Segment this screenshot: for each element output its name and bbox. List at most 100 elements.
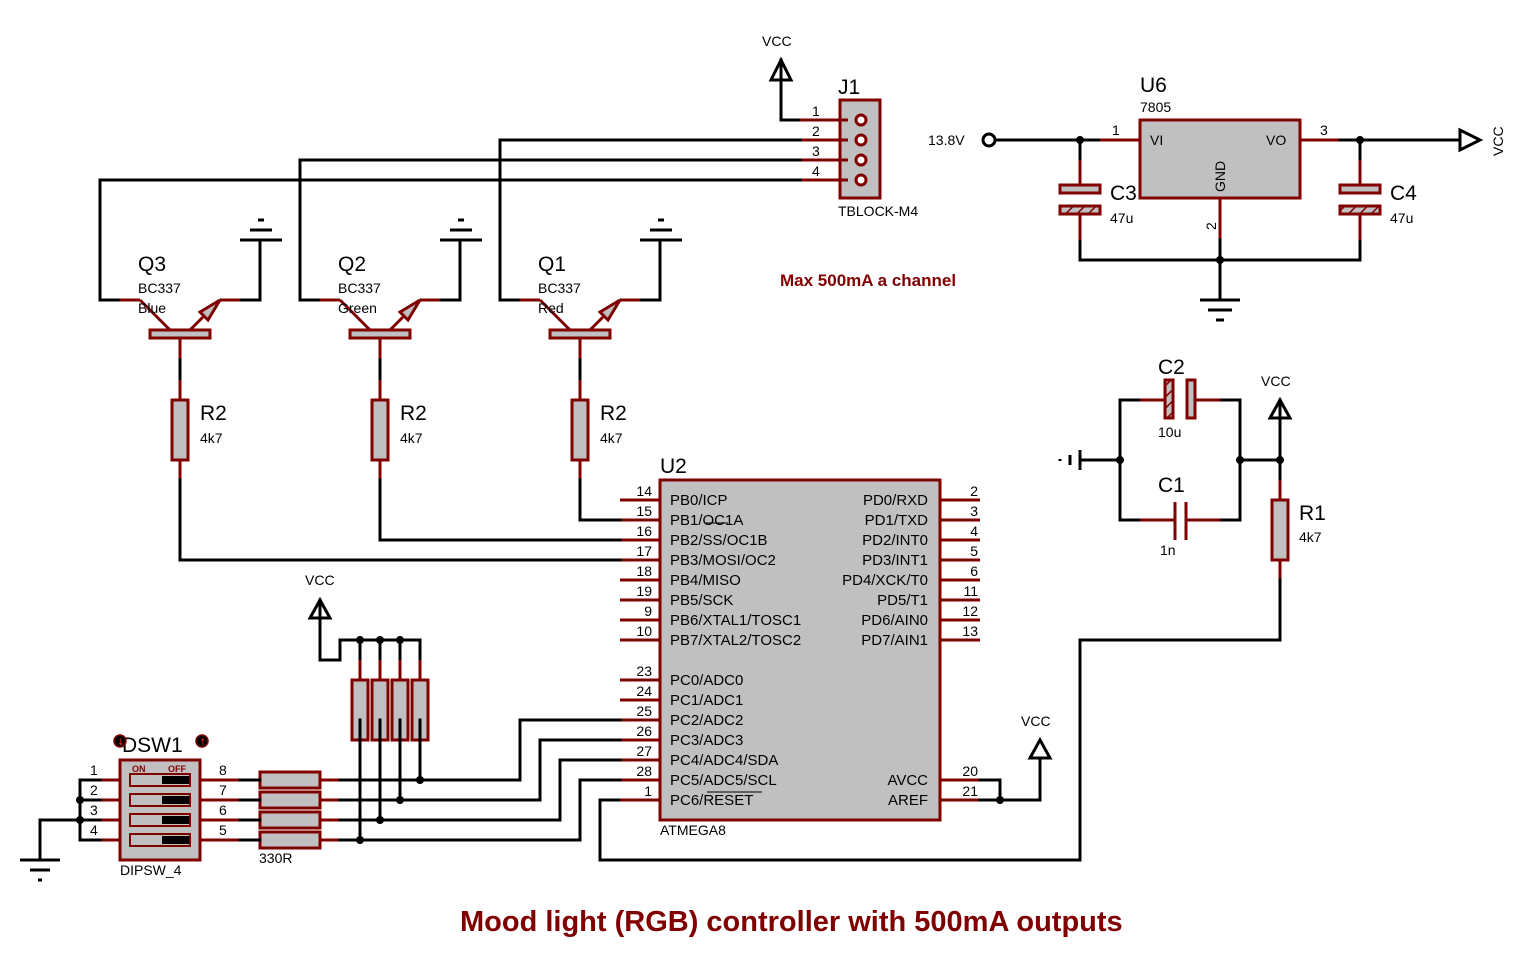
vcc-label: VCC (305, 572, 335, 588)
input-terminal-icon (981, 132, 997, 148)
pin-name: PB4/MISO (670, 572, 741, 589)
c4-value: 47u (1390, 210, 1413, 226)
pin-number: 2 (970, 483, 978, 499)
pin-name: PB3/MOSI/OC2 (670, 552, 776, 569)
svg-text:↓: ↓ (117, 738, 125, 748)
pin-number: 24 (636, 683, 652, 699)
ground-icon (1200, 298, 1240, 322)
vcc-power-symbol: VCC (1458, 126, 1506, 156)
transistor-label: Green (338, 300, 377, 316)
pin-number: 15 (636, 503, 652, 519)
pin-number: 26 (636, 723, 652, 739)
transistor-ref: Q1 (538, 253, 566, 276)
pin-number: 17 (636, 543, 652, 559)
ground-icon (20, 858, 60, 882)
dip-switch-toggle[interactable] (129, 833, 191, 847)
u6-regulator: 13.8V U6 7805 VI VO GND 1 3 2 VCC (928, 74, 1506, 322)
transistor-ref: Q2 (338, 253, 366, 276)
pin-name: PC0/ADC0 (670, 672, 743, 689)
dip-switch-toggle[interactable] (129, 773, 191, 787)
pin-name: PD0/RXD (863, 492, 928, 509)
pin-name: PB6/XTAL1/TOSC1 (670, 612, 801, 629)
dip-switch-toggle[interactable] (129, 813, 191, 827)
series-resistor (258, 810, 322, 830)
vcc-label: VCC (1261, 373, 1291, 389)
c3-value: 47u (1110, 210, 1133, 226)
pin-number: 21 (962, 783, 978, 799)
ground-icon (1058, 450, 1082, 470)
j1-pin-num: 2 (812, 123, 820, 139)
pin-number: 20 (962, 763, 978, 779)
j1-pin-num: 3 (812, 143, 820, 159)
ground-icon (440, 218, 482, 242)
pin-name: PD5/T1 (877, 592, 928, 609)
pin-number: 3 (970, 503, 978, 519)
c4-ref: C4 (1390, 182, 1417, 205)
pin-name: PD3/INT1 (862, 552, 928, 569)
vcc-label: VCC (762, 33, 792, 49)
pin-number: 25 (636, 703, 652, 719)
r1-value: 4k7 (1299, 529, 1322, 545)
pin-number: 11 (963, 583, 978, 599)
pin-name: PD4/XCK/T0 (842, 572, 928, 589)
pin-number: 6 (970, 563, 978, 579)
resistor-ref: R2 (200, 402, 227, 425)
terminal-icon (854, 153, 868, 167)
pin-number: 12 (962, 603, 978, 619)
u6-ref: U6 (1140, 74, 1167, 97)
pin-number: 18 (636, 563, 652, 579)
terminal-icon (854, 113, 868, 127)
dsw1-ref: DSW1 (122, 734, 183, 757)
svg-text:↑: ↑ (199, 738, 207, 748)
pin-number: 19 (636, 583, 652, 599)
dip-switch-toggle[interactable] (129, 793, 191, 807)
pin-name: PC4/ADC4/SDA (670, 752, 778, 769)
u6-pin3: 3 (1320, 122, 1328, 138)
series-resistor-array: 330R (238, 770, 340, 866)
j1-pins: 1 2 3 4 (800, 103, 868, 187)
pin-name: PD2/INT0 (862, 532, 928, 549)
resistor-ref: R2 (400, 402, 427, 425)
resistor-ref: R2 (600, 402, 627, 425)
ground-icon (640, 218, 682, 242)
pin-number: 27 (636, 743, 652, 759)
r1-resistor: R1 4k7 (1270, 480, 1326, 580)
u6-pin-vo: VO (1266, 132, 1286, 148)
c1-ref: C1 (1158, 474, 1185, 497)
c1-capacitor: C1 1n (1140, 474, 1220, 558)
pin-number: 4 (970, 523, 978, 539)
ground-icon (240, 218, 282, 242)
pin-name: PB0/ICP (670, 492, 728, 509)
dsw1-pin-num: 4 (90, 822, 98, 838)
vcc-power-symbol: VCC (1021, 713, 1053, 760)
pin-number: 10 (636, 623, 652, 639)
dsw1-on-label: ON (132, 764, 146, 774)
pin-name: PB1/OC1A (670, 512, 743, 529)
transistor-part: BC337 (338, 280, 381, 296)
vcc-label: VCC (1021, 713, 1051, 729)
c1-value: 1n (1160, 542, 1176, 558)
input-voltage-label: 13.8V (928, 132, 965, 148)
pin-name: PC5/ADC5/SCL (670, 772, 777, 789)
dsw1-off-label: OFF (168, 764, 186, 774)
j1-pin-num: 4 (812, 163, 820, 179)
pin-name: PD6/AIN0 (861, 612, 928, 629)
dsw1-pin-num: 1 (90, 762, 98, 778)
pin-name: PB7/XTAL2/TOSC2 (670, 632, 801, 649)
collector-wires (98, 138, 802, 302)
